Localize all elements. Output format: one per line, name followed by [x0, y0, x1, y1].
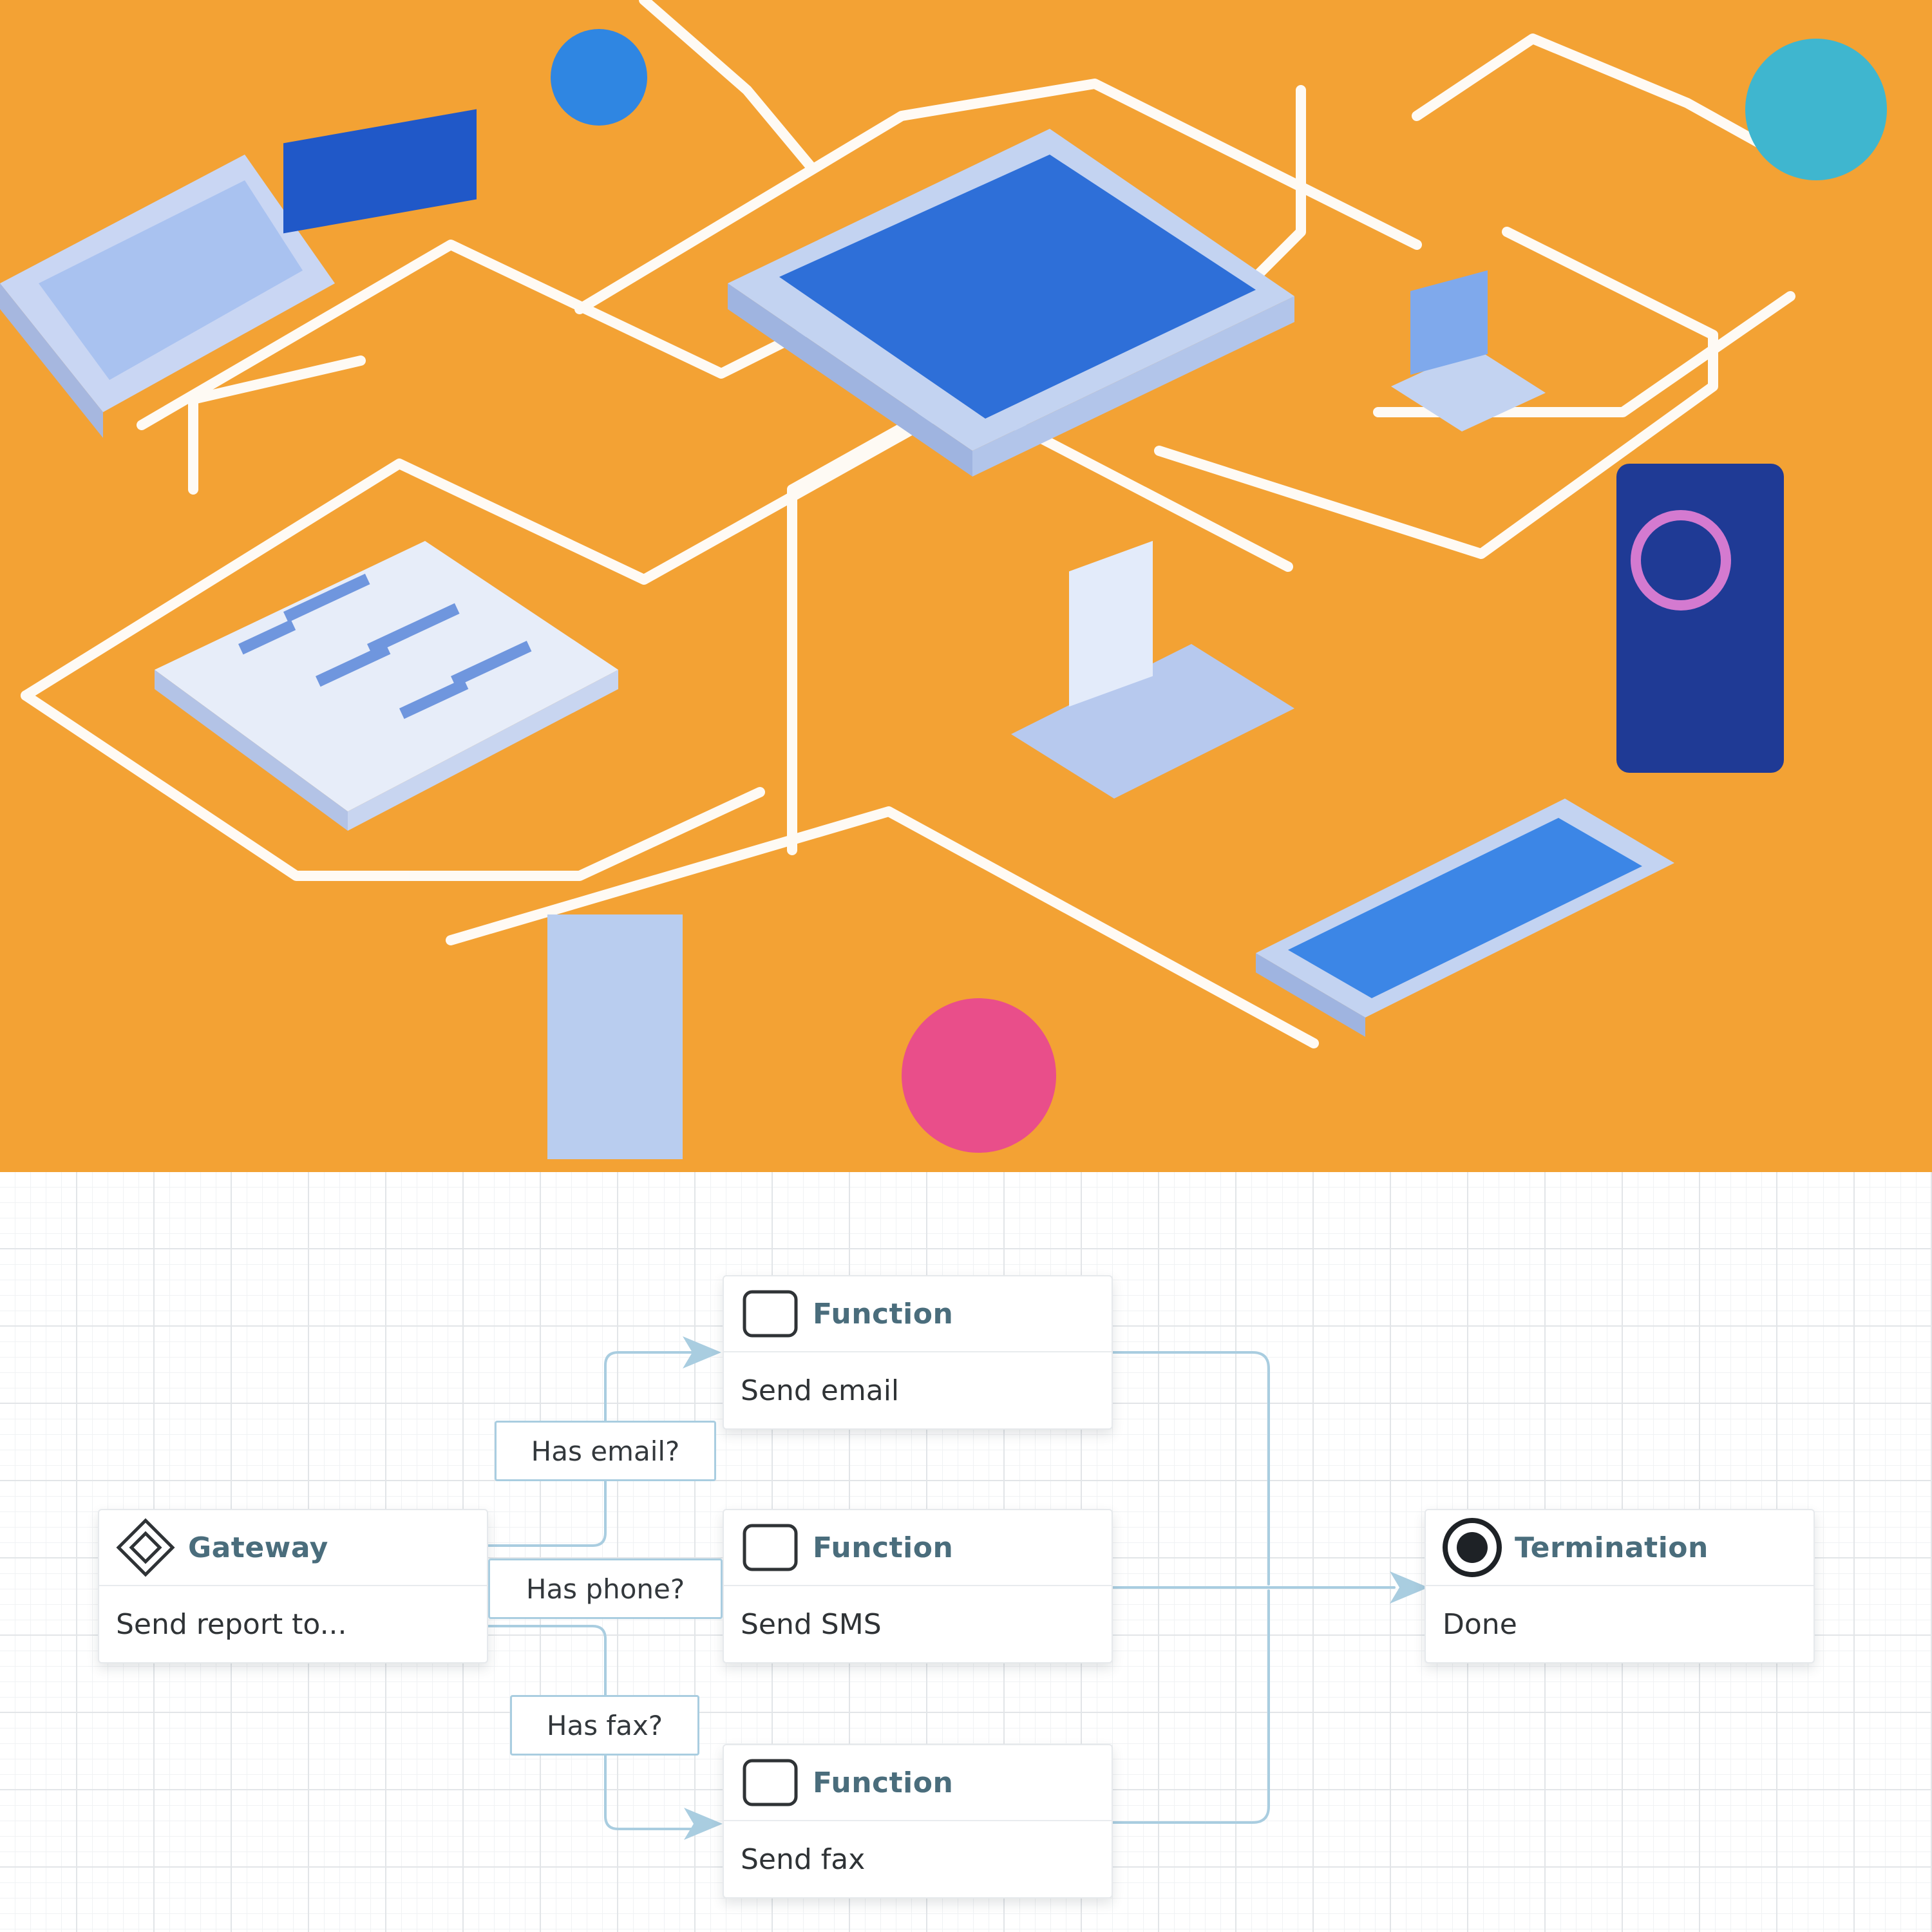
left-laptop: [0, 155, 335, 438]
function-type-label: Function: [813, 1766, 954, 1799]
function-node-header: Function: [724, 1510, 1112, 1586]
big-laptop: [728, 129, 1294, 477]
dark-phone-panel: [1616, 464, 1784, 773]
center-device: [1011, 540, 1294, 799]
condition-label-has-fax[interactable]: Has fax?: [510, 1695, 699, 1756]
termination-type-label: Termination: [1515, 1531, 1709, 1564]
arrowhead-email: [683, 1336, 721, 1368]
card-panel: [547, 914, 683, 1159]
function-type-label: Function: [813, 1531, 954, 1564]
arrowhead-termination: [1390, 1571, 1428, 1604]
condition-label-has-email[interactable]: Has email?: [495, 1421, 716, 1481]
pink-button: [902, 998, 1056, 1153]
function-node-header: Function: [724, 1276, 1112, 1352]
termination-circle-icon: [1441, 1517, 1503, 1578]
connector-fax-merge: [1112, 1589, 1270, 1824]
termination-description: Done: [1443, 1607, 1517, 1641]
function-node-send-email[interactable]: Function Send email: [723, 1275, 1113, 1430]
gateway-node-header: Gateway: [99, 1510, 487, 1586]
function-square-icon: [739, 1517, 801, 1578]
condition-label-has-phone[interactable]: Has phone?: [488, 1558, 723, 1619]
dark-blue-block: [283, 109, 477, 234]
function-node-header: Function: [724, 1745, 1112, 1821]
gateway-diamond-icon: [115, 1517, 176, 1578]
bottom-laptop: [1256, 799, 1674, 1037]
function-description: Send fax: [741, 1842, 866, 1876]
isometric-network-illustration: [0, 0, 1932, 1172]
function-square-icon: [739, 1752, 801, 1814]
gateway-node[interactable]: Gateway Send report to...: [98, 1509, 488, 1663]
document-panel: [155, 541, 618, 831]
function-square-icon: [739, 1283, 801, 1345]
function-node-send-fax[interactable]: Function Send fax: [723, 1744, 1113, 1899]
function-description: Send email: [741, 1374, 900, 1407]
arrowhead-fax: [684, 1808, 723, 1840]
phone-panel-ring: [1631, 510, 1731, 611]
termination-node[interactable]: Termination Done: [1425, 1509, 1815, 1663]
connector-email-merge: [1112, 1351, 1270, 1586]
function-description: Send SMS: [741, 1607, 882, 1641]
blue-dish: [551, 29, 647, 126]
gateway-description: Send report to...: [116, 1607, 347, 1641]
workflow-canvas[interactable]: Gateway Send report to... Function Send …: [0, 1172, 1932, 1932]
teal-dish: [1745, 39, 1887, 180]
function-node-send-sms[interactable]: Function Send SMS: [723, 1509, 1113, 1663]
monitor-stand: [1391, 270, 1546, 431]
termination-node-header: Termination: [1426, 1510, 1814, 1586]
gateway-type-label: Gateway: [188, 1531, 328, 1564]
function-type-label: Function: [813, 1297, 954, 1331]
